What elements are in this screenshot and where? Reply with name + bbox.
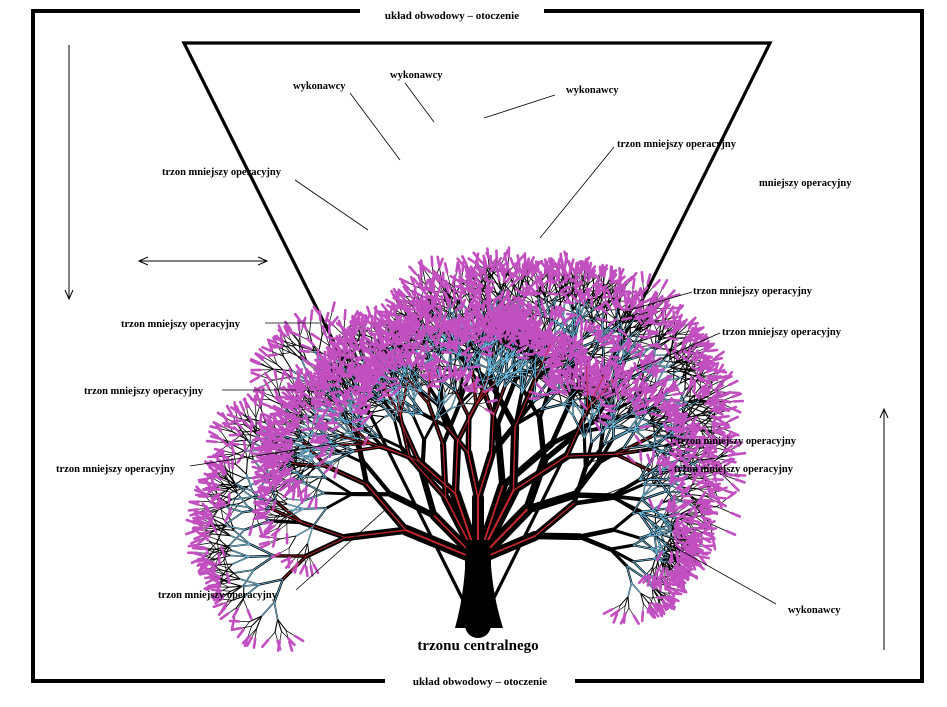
tree-branch: [414, 417, 425, 441]
tree-branch: [327, 494, 352, 508]
tree-branch: [717, 507, 732, 513]
tree-branch: [218, 525, 225, 541]
tree-branch: [372, 415, 385, 417]
tree-branch: [326, 478, 352, 494]
tree-branch: [535, 536, 580, 537]
tree-branch: [613, 514, 633, 530]
tree-branch: [635, 334, 648, 335]
tree-branch: [256, 406, 260, 417]
tree-branch: [628, 597, 629, 609]
tree-branch: [574, 495, 612, 496]
tree-branch: [268, 632, 275, 640]
tree-branch: [375, 409, 386, 412]
tree-branch: [607, 313, 616, 320]
tree-branch: [229, 583, 242, 587]
tree-branch: [629, 608, 634, 616]
tree-branch: [225, 579, 240, 581]
tree-branch: [243, 599, 247, 610]
tree-branch: [244, 622, 250, 630]
tree-branch: [262, 360, 274, 370]
tree-branch: [259, 363, 272, 369]
tree-branch: [236, 465, 246, 475]
tree-branch: [277, 353, 291, 355]
tree-branch: [275, 619, 278, 632]
tree-branch: [246, 461, 247, 474]
tree-branch-highlight: [306, 484, 325, 493]
tree-branch: [289, 536, 296, 548]
tree-branch: [574, 498, 613, 504]
tree-branch: [280, 631, 282, 641]
tree-branch: [478, 404, 486, 409]
tree-branch: [218, 541, 219, 554]
tree-branch: [497, 426, 502, 486]
tree-branch: [246, 450, 248, 460]
tree-branch: [310, 319, 312, 333]
tree-branch: [580, 537, 611, 550]
tree-branch: [580, 530, 613, 537]
tree-branch: [247, 452, 250, 461]
frame-bottom-label: układ obwodowy – otoczenie: [413, 676, 547, 688]
tree-branch-highlight: [313, 508, 327, 527]
tree-branch: [208, 540, 217, 549]
tree-branch: [281, 536, 297, 539]
tree-branch: [301, 482, 311, 483]
tree-branch: [643, 603, 644, 612]
tree-branch: [610, 309, 616, 320]
tree-branch: [613, 530, 640, 538]
frame-top-label: układ obwodowy – otoczenie: [385, 10, 519, 22]
tree-branch: [280, 548, 289, 553]
tree-branch: [275, 632, 278, 641]
tree-branch: [610, 545, 633, 549]
